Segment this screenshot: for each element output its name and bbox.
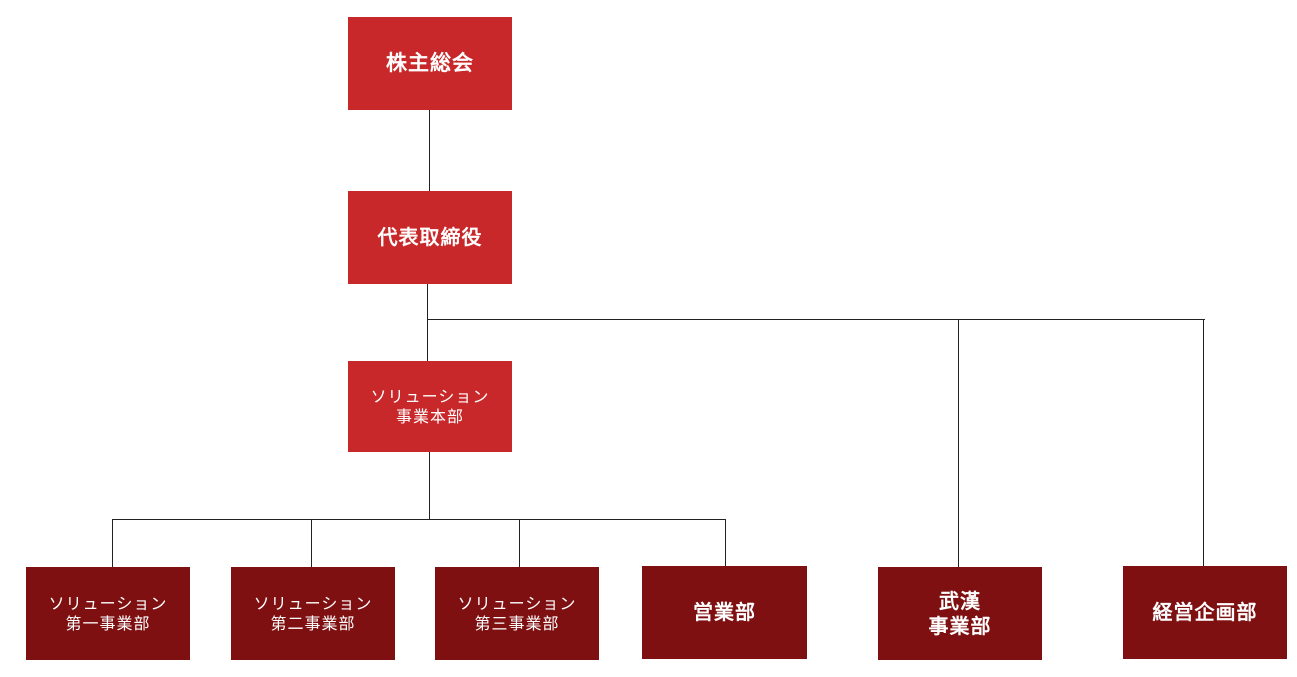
node-label-line1: ソリューション bbox=[48, 593, 168, 613]
connector-divisions-bar bbox=[112, 519, 726, 520]
node-sales-department: 営業部 bbox=[642, 566, 807, 659]
node-label-line2: 事業本部 bbox=[395, 406, 464, 426]
node-label-line1: ソリューション bbox=[253, 593, 373, 613]
node-label-line1: ソリューション bbox=[457, 593, 577, 613]
connector-to-solution-3 bbox=[519, 519, 520, 567]
node-representative-director: 代表取締役 bbox=[348, 191, 512, 284]
connector-branch-planning bbox=[1203, 319, 1204, 567]
node-solution-headquarters: ソリューション 事業本部 bbox=[348, 361, 512, 452]
node-label-line1: 武漢 bbox=[939, 588, 981, 613]
node-solution-division-2: ソリューション 第二事業部 bbox=[231, 567, 395, 660]
connector-ceo-branch bbox=[427, 319, 1205, 320]
connector-ceo-hq bbox=[427, 283, 428, 361]
node-label-line2: 第二事業部 bbox=[270, 613, 356, 633]
connector-to-solution-1 bbox=[112, 519, 113, 567]
node-label: 代表取締役 bbox=[377, 225, 483, 249]
connector-branch-wuhan bbox=[958, 319, 959, 567]
node-label: 経営企画部 bbox=[1152, 600, 1258, 624]
node-wuhan-division: 武漢 事業部 bbox=[878, 567, 1042, 660]
node-solution-division-3: ソリューション 第三事業部 bbox=[435, 567, 599, 660]
node-corporate-planning: 経営企画部 bbox=[1123, 566, 1287, 659]
connector-shareholders-ceo bbox=[429, 109, 430, 191]
connector-to-solution-2 bbox=[311, 519, 312, 567]
node-label: 株主総会 bbox=[386, 51, 474, 76]
node-shareholders-meeting: 株主総会 bbox=[348, 17, 512, 110]
node-label: 営業部 bbox=[693, 600, 756, 624]
node-label-line2: 第一事業部 bbox=[65, 613, 151, 633]
connector-hq-divisions bbox=[429, 451, 430, 519]
node-label-line2: 事業部 bbox=[928, 613, 992, 638]
connector-to-sales bbox=[725, 519, 726, 567]
node-label-line1: ソリューション bbox=[370, 386, 490, 406]
node-solution-division-1: ソリューション 第一事業部 bbox=[26, 567, 190, 660]
node-label-line2: 第三事業部 bbox=[474, 613, 560, 633]
